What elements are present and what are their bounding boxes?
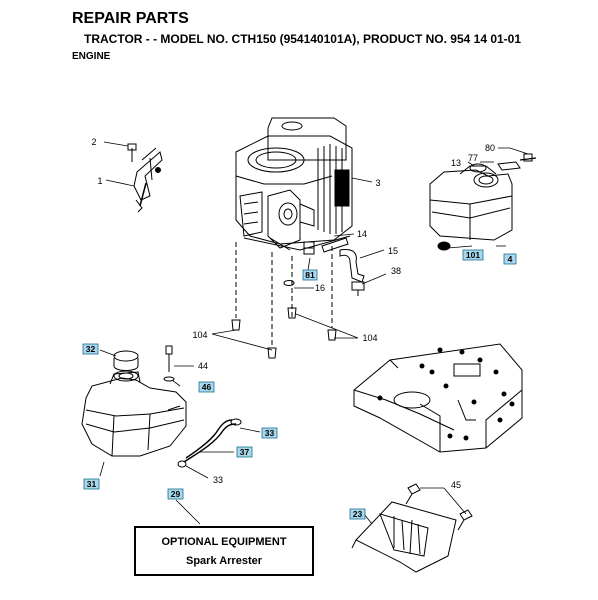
throttle-control-assembly <box>127 143 163 213</box>
spark-arrester-label: Spark Arrester <box>185 555 263 567</box>
optional-equipment-title: OPTIONAL EQUIPMENT <box>161 536 287 548</box>
tag-4: 4 <box>508 254 513 264</box>
engine-assembly <box>235 117 353 346</box>
callout-104-right: 104 <box>362 333 377 343</box>
shield-plate <box>351 483 473 573</box>
callout-45: 45 <box>451 480 461 490</box>
tag-31: 31 <box>87 479 97 489</box>
callout-1: 1 <box>97 176 102 186</box>
tag-33: 33 <box>265 428 275 438</box>
tractor-frame <box>353 343 523 453</box>
callout-2: 2 <box>91 137 96 147</box>
fuel-line <box>177 418 242 468</box>
callout-104-left: 104 <box>192 330 207 340</box>
callout-16: 16 <box>315 283 325 293</box>
callout-77: 77 <box>468 153 478 163</box>
tag-46: 46 <box>202 382 212 392</box>
callout-80: 80 <box>485 143 495 153</box>
leader-lines <box>99 141 529 525</box>
mounting-bolts <box>163 307 337 382</box>
reservoir-assembly <box>429 153 537 251</box>
tag-23: 23 <box>353 509 363 519</box>
page-title: REPAIR PARTS <box>72 10 189 27</box>
tag-29: 29 <box>171 489 181 499</box>
tag-81: 81 <box>305 270 315 280</box>
section-label: ENGINE <box>72 51 111 62</box>
tag-32: 32 <box>86 344 96 354</box>
callout-44: 44 <box>198 361 208 371</box>
tag-37: 37 <box>240 447 250 457</box>
part-tags: 81 101 4 32 46 33 37 31 29 23 <box>82 249 517 520</box>
callout-13: 13 <box>451 158 461 168</box>
tag-101: 101 <box>466 250 480 260</box>
callout-33-lower: 33 <box>213 475 223 485</box>
callout-3: 3 <box>375 178 380 188</box>
hose-fittings <box>283 237 365 296</box>
fuel-tank-assembly <box>81 350 187 457</box>
callout-15: 15 <box>388 246 398 256</box>
callout-numbers: 2 1 3 80 77 13 14 15 38 16 104 104 44 33… <box>91 137 495 490</box>
callout-14: 14 <box>357 229 367 239</box>
callout-38: 38 <box>391 266 401 276</box>
optional-equipment-box: OPTIONAL EQUIPMENT Spark Arrester <box>134 526 314 576</box>
model-subtitle: TRACTOR - - MODEL NO. CTH150 (954140101A… <box>84 32 522 46</box>
